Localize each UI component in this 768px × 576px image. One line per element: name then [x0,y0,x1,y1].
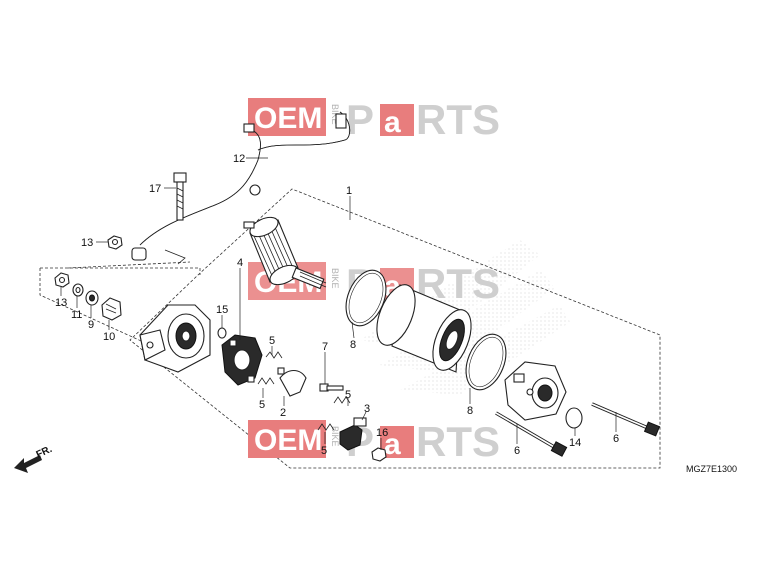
armature [243,216,327,290]
watermark-bottom: OEM BIKE P a RTS [248,418,500,465]
spring-5-b [257,377,275,385]
rear-cover [504,361,567,421]
spring-5-c [333,396,351,404]
callout-14: 14 [569,437,581,449]
bolt-17 [173,172,187,221]
callout-2: 2 [280,407,286,419]
callout-12: 12 [233,153,245,165]
watermark-top: OEM BIKE P a RTS [248,96,500,143]
callout-13-a: 13 [81,237,93,249]
nut-13-upper [107,235,123,250]
callout-3: 3 [364,403,370,415]
callout-16: 16 [376,427,388,439]
terminal-10 [101,297,122,321]
spring-5-d [317,423,335,431]
svg-text:a: a [384,106,401,139]
svg-text:OEM: OEM [254,424,322,457]
svg-text:P: P [346,96,374,143]
callout-13-b: 13 [55,297,67,309]
nut-9 [85,290,99,306]
callout-6-a: 6 [613,433,619,445]
terminal-3 [339,417,367,451]
front-direction-label: FR. [35,444,54,461]
callout-6-b: 6 [514,445,520,457]
callout-15: 15 [216,304,228,316]
callout-1: 1 [346,185,352,197]
bolt-7 [319,383,344,392]
callout-9: 9 [88,319,94,331]
callout-7: 7 [322,341,328,353]
starter-cable [131,111,351,265]
through-bolt-6-upper [591,402,661,437]
brush-holder [221,334,263,386]
callout-5-a: 5 [269,335,275,347]
callout-11: 11 [71,309,82,321]
callout-8-a: 8 [350,339,356,351]
svg-text:a: a [384,428,401,461]
o-ring-14 [565,407,583,429]
assembly-boundary [39,188,661,469]
svg-text:OEM: OEM [254,102,322,135]
front-direction-arrow: FR. [14,444,54,473]
o-ring-15 [217,327,227,339]
yoke-housing [376,284,472,373]
callout-5-d: 5 [321,445,327,457]
callout-5-b: 5 [259,399,265,411]
o-ring-8-lower [465,333,507,391]
front-cover [139,304,211,373]
svg-text:BIKE: BIKE [330,104,340,125]
svg-text:BIKE: BIKE [330,268,340,289]
callout-17: 17 [149,183,161,195]
spring-5-a [265,351,283,359]
svg-text:RTS: RTS [416,96,500,143]
leader-lines [60,157,617,450]
svg-text:BIKE: BIKE [330,426,340,447]
callout-4: 4 [237,257,243,269]
nut-16 [371,447,387,462]
through-bolt-6-lower [495,411,568,457]
callout-8-b: 8 [467,405,473,417]
diagram-code: MGZ7E1300 [686,464,737,474]
o-ring-8-upper [345,269,387,327]
callout-10: 10 [103,331,115,343]
svg-text:RTS: RTS [416,418,500,465]
nut-13-lower [54,272,70,288]
callouts: 1 2 3 4 5 5 5 5 6 6 7 8 8 9 10 11 12 13 … [55,153,619,457]
brush-plate-2 [277,367,307,397]
callout-5-c: 5 [345,389,351,401]
washer-11 [72,283,84,297]
